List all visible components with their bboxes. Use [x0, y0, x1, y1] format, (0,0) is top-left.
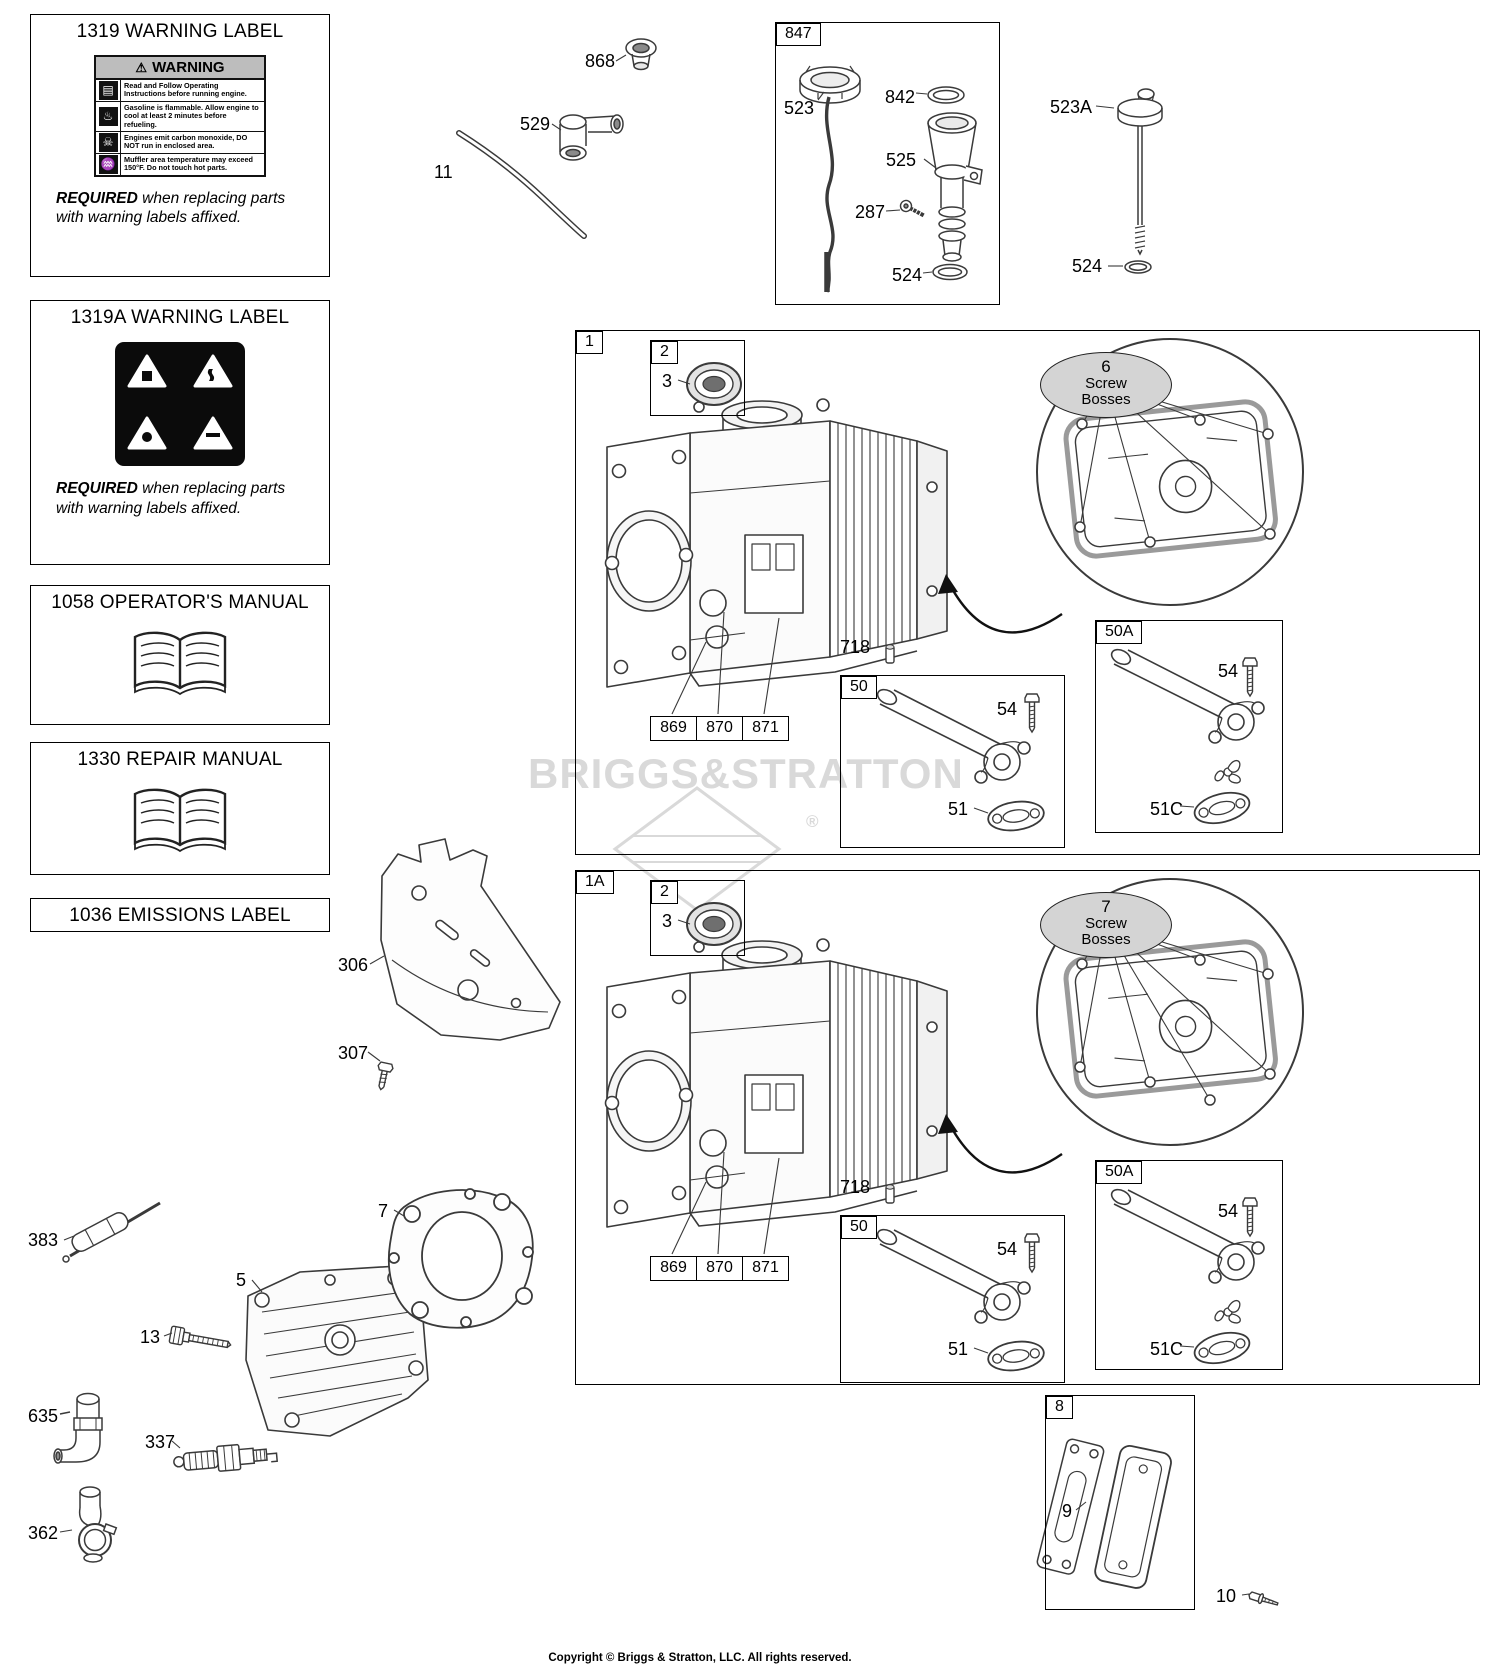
- screw-bosses-callout-7: 7 Screw Bosses: [1040, 892, 1172, 958]
- tool-383-illustration: [62, 1201, 161, 1263]
- panel-title: 1036 EMISSIONS LABEL: [69, 905, 291, 926]
- warning-label-row: ▤ Read and Follow Operating Instructions…: [96, 80, 264, 102]
- required-note: REQUIRED when replacing parts with warni…: [31, 467, 329, 519]
- carbon-monoxide-icon: ☠: [96, 131, 121, 153]
- warning-label-row: ☠ Engines emit carbon monoxide, DO NOT r…: [96, 131, 264, 154]
- warning-label-row: ♒ Muffler area temperature may exceed 15…: [96, 153, 264, 175]
- gasket-9-illustration: [1036, 1438, 1105, 1575]
- manual-book-icon: [133, 788, 227, 853]
- warning-row-text: Gasoline is flammable. Allow engine to c…: [124, 102, 259, 129]
- screw-287-illustration: [885, 199, 925, 218]
- spark-plug-337-illustration: [171, 1440, 279, 1472]
- cover-plate-illustration: [1094, 1444, 1172, 1589]
- panel-repair-manual: 1330 REPAIR MANUAL: [30, 742, 330, 875]
- panel-title: 1058 OPERATOR'S MANUAL: [51, 592, 309, 613]
- panel-warning-label-1319: 1319 WARNING LABEL ⚠ WARNING ▤ Read and …: [30, 14, 330, 277]
- elbow-clamp-362-illustration: [59, 1486, 118, 1563]
- required-note: REQUIRED when replacing parts with warni…: [31, 177, 329, 229]
- group-box-8: [1045, 1395, 1195, 1610]
- screw-bosses-callout-6: 6 Screw Bosses: [1040, 352, 1172, 418]
- operating-instructions-icon: ▤: [96, 80, 121, 101]
- icon-glyph: ♒: [98, 154, 118, 174]
- elbow-529-illustration: [551, 114, 624, 161]
- panel-title: 1319 WARNING LABEL: [76, 21, 284, 42]
- oring-524-illustration: [922, 263, 968, 281]
- warning-label-row: ♨ Gasoline is flammable. Allow engine to…: [96, 101, 264, 132]
- fitting-635-illustration: [53, 1392, 103, 1464]
- required-rest: when replacing parts with warning labels…: [56, 189, 286, 227]
- screw-boss-count: 7: [1101, 897, 1111, 916]
- dipstick-523-illustration: [799, 65, 861, 293]
- screw-boss-word1: Screw: [1085, 915, 1127, 933]
- screw-boss-word2: Bosses: [1081, 931, 1131, 949]
- tube-11-illustration: [456, 130, 587, 239]
- registered-trademark-watermark: ®: [806, 812, 819, 831]
- warning-label-1319: ⚠ WARNING ▤ Read and Follow Operating In…: [94, 55, 266, 177]
- hot-surface-icon: ♒: [96, 153, 121, 175]
- head-gasket-7-illustration: [387, 1188, 534, 1329]
- manual-book-icon: [133, 631, 227, 696]
- screw-307-illustration: [367, 1051, 394, 1091]
- briggs-stratton-watermark-text: BRIGGS&STRATTON: [528, 750, 964, 797]
- warning-row-text: Read and Follow Operating Instructions b…: [124, 81, 247, 99]
- warning-row-text: Engines emit carbon monoxide, DO NOT run…: [124, 132, 248, 151]
- group-box-847: [775, 22, 1000, 305]
- required-bold: REQUIRED: [56, 189, 138, 207]
- screw-boss-word2: Bosses: [1081, 391, 1131, 409]
- plug-868-illustration: [615, 38, 657, 71]
- icon-glyph: ☠: [98, 132, 118, 152]
- bracket-306-illustration: [369, 838, 561, 1041]
- warning-pictograms-label: [115, 342, 245, 466]
- flammable-icon: ♨: [96, 101, 121, 131]
- group-box-50: [840, 675, 1065, 848]
- bolt-13-illustration: [163, 1325, 232, 1349]
- warning-triangle-icon: ⚠: [135, 59, 148, 75]
- copyright-text: Copyright © Briggs & Stratton, LLC. All …: [548, 1652, 852, 1664]
- panel-warning-label-1319a: 1319A WARNING LABEL REQUIRED when replac…: [30, 300, 330, 565]
- group-box-2: [650, 880, 745, 956]
- screw-boss-word1: Screw: [1085, 375, 1127, 393]
- screw-10-illustration: [1241, 1591, 1279, 1606]
- oring-842-illustration: [915, 86, 965, 104]
- panel-operators-manual: 1058 OPERATOR'S MANUAL: [30, 585, 330, 725]
- dipstick-523a-illustration: [1095, 88, 1163, 274]
- panel-title: 1330 REPAIR MANUAL: [77, 749, 283, 770]
- required-rest: when replacing parts with warning labels…: [56, 480, 286, 517]
- panel-title: 1319A WARNING LABEL: [70, 307, 290, 328]
- icon-glyph: ▤: [98, 80, 118, 100]
- group-box-2: [650, 340, 745, 416]
- required-bold: REQUIRED: [56, 480, 138, 497]
- icon-glyph: ♨: [98, 106, 118, 126]
- panel-emissions-label: 1036 EMISSIONS LABEL: [30, 898, 330, 932]
- cylinder-head-5-illustration: [245, 1265, 429, 1437]
- group-box-50a: [1095, 1160, 1283, 1370]
- warning-label-header-text: WARNING: [152, 59, 225, 76]
- warning-label-header: ⚠ WARNING: [96, 57, 264, 80]
- group-box-1: [575, 330, 1480, 855]
- warning-row-text: Muffler area temperature may exceed 150°…: [124, 154, 253, 173]
- pictogram-marks: [142, 369, 220, 442]
- group-box-50: [840, 1215, 1065, 1383]
- group-box-1a: [575, 870, 1480, 1385]
- group-box-50a: [1095, 620, 1283, 833]
- screw-boss-count: 6: [1101, 357, 1111, 376]
- oil-fill-tube-525-illustration: [923, 112, 983, 262]
